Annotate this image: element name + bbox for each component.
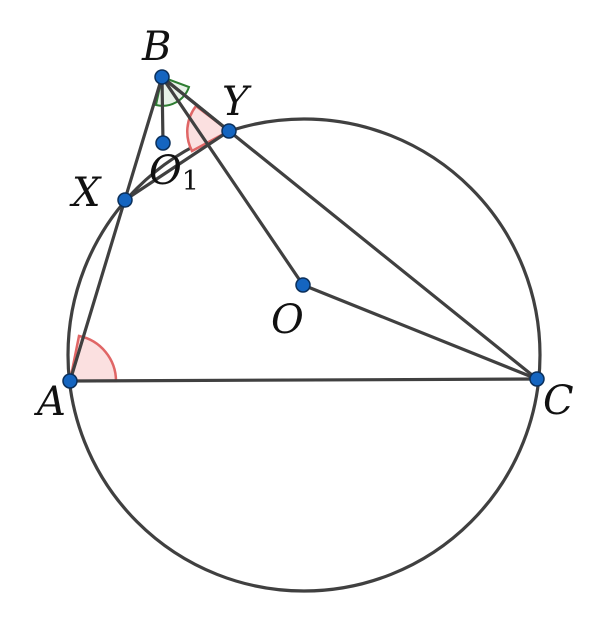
- label-o1-main: O: [149, 148, 182, 194]
- segment-bo1: [160, 75, 165, 145]
- segment-xy: [123, 129, 231, 202]
- label-b: B: [141, 24, 171, 70]
- angle-mark-y: [186, 104, 232, 153]
- segment-ac: [68, 377, 539, 383]
- label-o1: O1: [149, 148, 199, 197]
- point-c: [529, 371, 545, 387]
- point-o: [295, 277, 311, 293]
- label-o1-subscript: 1: [182, 166, 199, 197]
- point-a: [62, 373, 78, 389]
- point-y: [221, 123, 237, 139]
- label-o: O: [271, 297, 304, 343]
- point-b: [154, 69, 170, 85]
- segment-ab: [68, 75, 164, 383]
- circumcircle: [66, 117, 542, 593]
- label-x: X: [69, 170, 102, 216]
- point-x: [117, 192, 133, 208]
- label-y: Y: [222, 79, 252, 125]
- point-o1: [155, 135, 171, 151]
- label-c: C: [543, 378, 574, 424]
- segment-oc: [301, 283, 539, 381]
- segment-by: [160, 75, 231, 133]
- segment-bo: [160, 75, 305, 287]
- label-a: A: [33, 379, 66, 425]
